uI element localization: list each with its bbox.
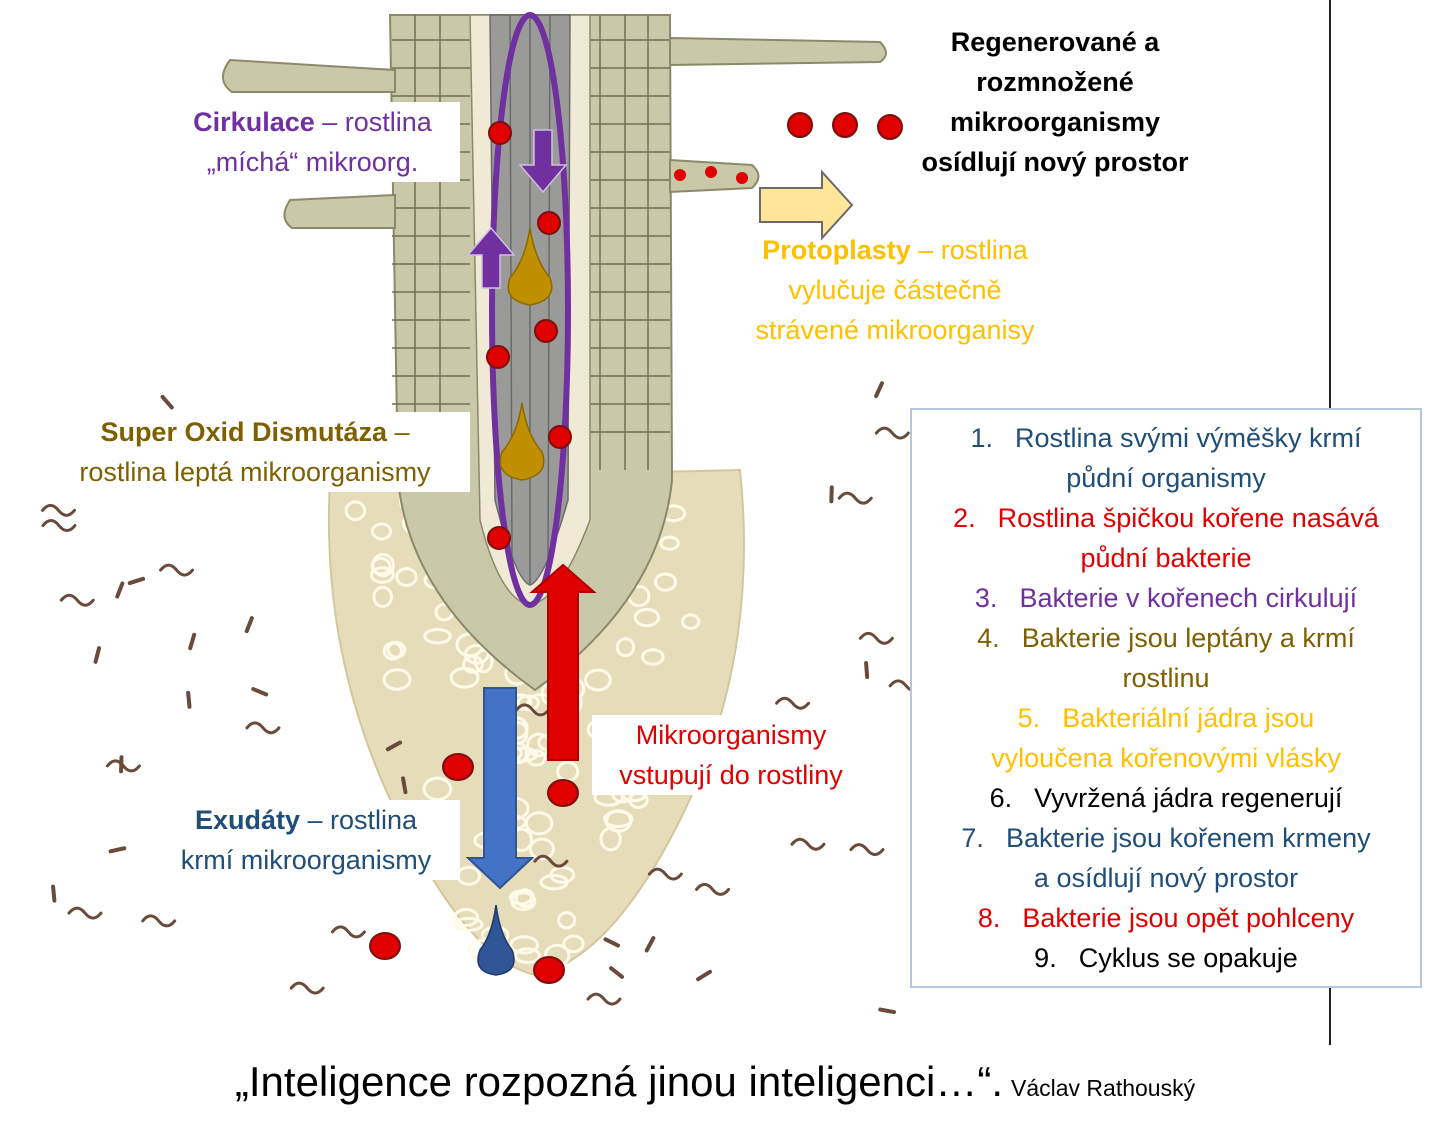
legend-number: 5. (1017, 703, 1041, 733)
legend-text: Bakterie jsou leptány a krmí (1021, 623, 1355, 653)
legend-item-3: 3. Bakterie v kořenech cirkulují (912, 578, 1420, 618)
legend-number: 3. (974, 583, 998, 613)
label-microbes-enter: Mikroorganismy vstupují do rostliny (592, 715, 870, 795)
legend-number: 6. (989, 783, 1013, 813)
root-microbes (486, 121, 572, 550)
legend-text: Rostlina špičkou kořene nasává (997, 503, 1379, 533)
circulation-ellipse (489, 12, 571, 608)
label-circulation-rest: – rostlina (314, 107, 432, 137)
label-sod-bold: Super Oxid Dismutáza (100, 417, 388, 447)
legend-box: 1. Rostlina svými výměšky krmí půdní organ… (910, 408, 1422, 988)
legend-item-2-cont: půdní bakterie (912, 538, 1420, 578)
legend-text: půdní bakterie (1080, 543, 1252, 573)
label-sod-rest: – (387, 417, 410, 447)
label-exudates-bold: Exudáty (194, 805, 300, 835)
exudate-arrow (465, 687, 535, 890)
root-hair-left-top (222, 58, 396, 93)
label-circulation: Cirkulace – rostlina „míchá“ mikroorg. (165, 102, 460, 182)
legend-item-1: 1. Rostlina svými výměšky krmí (912, 418, 1420, 458)
sod-drop-top (507, 227, 553, 306)
regenerated-microbes (787, 112, 903, 140)
legend-text: Bakterie jsou opět pohlceny (1022, 903, 1355, 933)
label-regen-line4: osídlují nový prostor (921, 147, 1189, 177)
legend-text: Vyvržená jádra regenerují (1034, 783, 1343, 813)
legend-number: 2. (953, 503, 976, 533)
label-circulation-line2: „míchá“ mikroorg. (206, 147, 419, 177)
label-sod: Super Oxid Dismutáza – rostlina leptá mi… (40, 412, 470, 492)
label-sod-line2: rostlina leptá mikroorganismy (79, 457, 431, 487)
exudate-drop (477, 904, 515, 976)
legend-item-2: 2. Rostlina špičkou kořene nasává (912, 498, 1420, 538)
legend-item-1-cont: půdní organismy (912, 458, 1420, 498)
legend-item-6: 6. Vyvržená jádra regenerují (912, 778, 1420, 818)
legend-text: vyloučena kořenovými vlásky (991, 743, 1341, 773)
legend-number: 4. (977, 623, 1000, 653)
legend-item-5-cont: vyloučena kořenovými vlásky (912, 738, 1420, 778)
label-regen-line3: mikroorganismy (949, 107, 1161, 137)
label-exudates: Exudáty – rostlina krmí mikroorganismy (152, 800, 460, 880)
legend-text: Rostlina svými výměšky krmí (1015, 423, 1362, 453)
label-microbes-line1: Mikroorganismy (635, 720, 827, 750)
legend-text: a osídlují nový prostor (1033, 863, 1299, 893)
label-protoplasts-rest: – rostlina (910, 235, 1028, 265)
circulation-arrow-down (518, 129, 568, 194)
legend-item-7-cont: a osídlují nový prostor (912, 858, 1420, 898)
legend-item-5: 5. Bakteriální jádra jsou (912, 698, 1420, 738)
sod-drop-bottom (499, 402, 545, 481)
legend-number: 9. (1034, 943, 1057, 973)
legend-number: 1. (970, 423, 993, 453)
label-regen-line2: rozmnožené (976, 67, 1134, 97)
quote-text: „Inteligence rozpozná jinou inteligenci…… (234, 1058, 1003, 1105)
legend-number: 7. (961, 823, 984, 853)
legend-item-8: 8. Bakterie jsou opět pohlceny (912, 898, 1420, 938)
soil-bacteria (40, 381, 924, 1015)
legend-item-7: 7. Bakterie jsou kořenem krmeny (912, 818, 1420, 858)
circulation-arrow-up (466, 226, 516, 289)
root-hair-right-top (669, 36, 887, 67)
label-regen-line1: Regenerované a (950, 27, 1160, 57)
legend-text: Cyklus se opakuje (1078, 943, 1298, 973)
intake-arrow (529, 563, 597, 761)
label-protoplasts-line3: strávené mikroorganisy (755, 315, 1035, 345)
label-protoplasts: Protoplasty – rostlina vylučuje částečně… (720, 230, 1070, 350)
label-protoplasts-bold: Protoplasty (762, 235, 911, 265)
label-exudates-rest: – rostlina (299, 805, 418, 835)
quote-author: Václav Rathouský (1011, 1075, 1196, 1101)
legend-text: Bakteriální jádra jsou (1062, 703, 1315, 733)
quote-line: „Inteligence rozpozná jinou inteligenci…… (0, 1058, 1430, 1106)
protoplast-arrow (759, 169, 854, 241)
root-hair-left-bottom (283, 193, 396, 229)
legend-text: rostlinu (1122, 663, 1210, 693)
label-exudates-line2: krmí mikroorganismy (180, 845, 432, 875)
label-regenerated: Regenerované a rozmnožené mikroorganismy… (900, 22, 1210, 182)
soil-microbes (369, 753, 579, 984)
protoplast-dots (674, 166, 748, 184)
legend-item-9: 9. Cyklus se opakuje (912, 938, 1420, 978)
legend-item-4-cont: rostlinu (912, 658, 1420, 698)
legend-number: 8. (977, 903, 1001, 933)
legend-text: půdní organismy (1066, 463, 1266, 493)
legend-text: Bakterie jsou kořenem krmeny (1005, 823, 1371, 853)
label-protoplasts-line2: vylučuje částečně (788, 275, 1002, 305)
legend-item-4: 4. Bakterie jsou leptány a krmí (912, 618, 1420, 658)
label-circulation-bold: Cirkulace (193, 107, 315, 137)
legend-text: Bakterie v kořenech cirkulují (1019, 583, 1358, 613)
label-microbes-line2: vstupují do rostliny (619, 760, 843, 790)
